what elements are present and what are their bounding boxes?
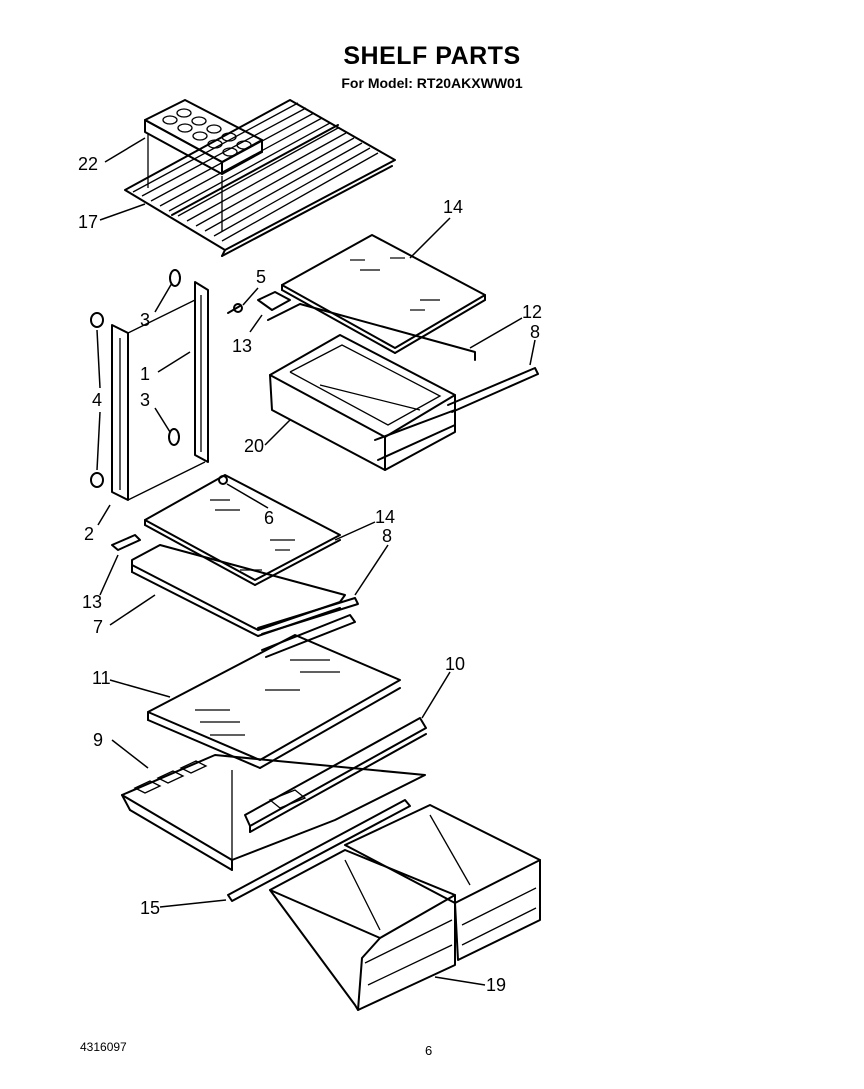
callout-3-upper: 3 <box>140 310 150 330</box>
egg-tray <box>144 99 263 232</box>
crisper-rail <box>227 799 411 902</box>
crisper-drawer-left <box>269 849 456 1011</box>
callout-4: 4 <box>92 390 102 410</box>
callout-13-upper: 13 <box>232 336 252 356</box>
callout-6: 6 <box>264 508 274 528</box>
callout-10: 10 <box>445 654 465 674</box>
document-number: 4316097 <box>80 1040 127 1054</box>
callout-8-upper: 8 <box>530 322 540 342</box>
callout-8-lower: 8 <box>382 526 392 546</box>
callout-5: 5 <box>256 267 266 287</box>
callout-13-lower: 13 <box>82 592 102 612</box>
crisper-cover-frame <box>121 754 426 871</box>
shelf-ladder-right <box>168 269 243 463</box>
leader-lines <box>96 137 536 986</box>
callout-11: 11 <box>92 668 111 688</box>
middle-glass-shelf <box>144 474 341 586</box>
callout-14-upper: 14 <box>443 197 463 217</box>
page-title: SHELF PARTS <box>343 42 521 70</box>
callout-19: 19 <box>486 975 506 995</box>
lower-glass-cover <box>147 614 401 769</box>
shelf-frame <box>111 534 359 637</box>
shelf-ladder-left <box>90 299 206 501</box>
upper-glass-shelf <box>281 234 486 354</box>
callout-15: 15 <box>140 898 160 918</box>
callout-17: 17 <box>78 212 98 232</box>
callout-9: 9 <box>93 730 103 750</box>
callout-2: 2 <box>84 524 94 544</box>
model-subtitle: For Model: RT20AKXWW01 <box>341 75 523 91</box>
callout-14-lower: 14 <box>375 507 395 527</box>
crisper-drawer-right <box>344 804 541 961</box>
crisper-pan <box>257 291 539 471</box>
callout-12: 12 <box>522 302 542 322</box>
callout-22: 22 <box>78 154 98 174</box>
callout-7: 7 <box>93 617 103 637</box>
callout-3-lower: 3 <box>140 390 150 410</box>
callout-20: 20 <box>244 436 264 456</box>
callout-1: 1 <box>140 364 150 384</box>
crisper-divider <box>244 717 427 833</box>
page-number: 6 <box>425 1043 433 1058</box>
